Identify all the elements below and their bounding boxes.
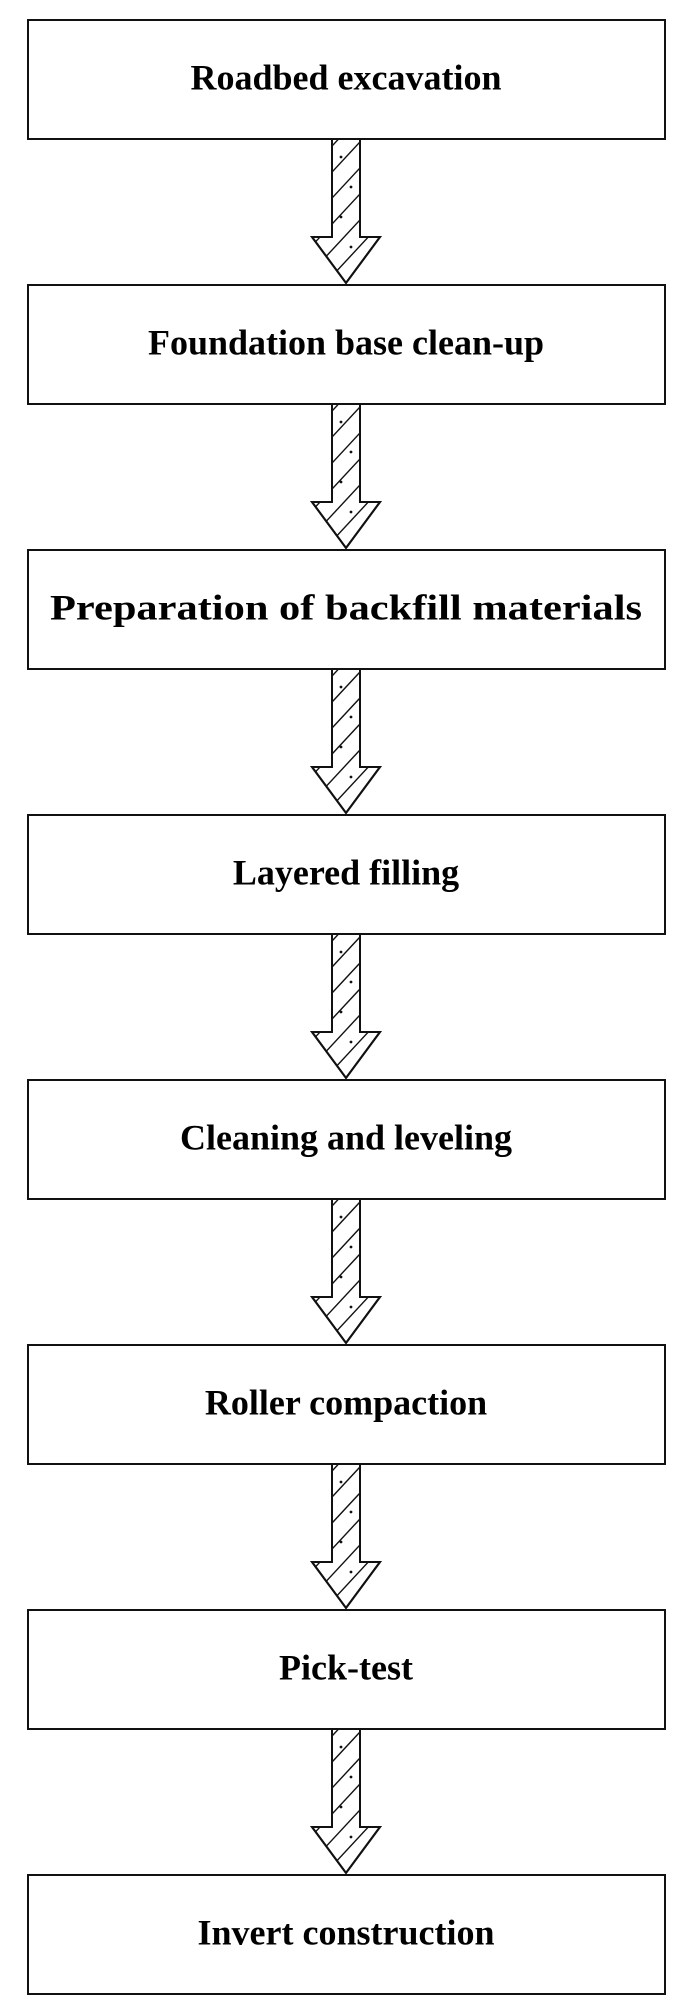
- step-1: Roadbed excavation: [27, 19, 666, 140]
- step-5: Cleaning and leveling: [27, 1079, 666, 1200]
- connector-arrows: [310, 138, 382, 1875]
- step-7-label: Pick-test: [279, 1647, 413, 1687]
- step-8: Invert construction: [27, 1874, 666, 1995]
- step-3: Preparation of backfill materials: [27, 549, 666, 670]
- step-8-label: Invert construction: [198, 1912, 495, 1952]
- step-6-label: Roller compaction: [205, 1382, 487, 1422]
- step-4-box: [27, 814, 666, 935]
- step-3-label: Preparation of backfill materials: [50, 587, 642, 627]
- step-4: Layered filling: [27, 814, 666, 935]
- step-5-label: Cleaning and leveling: [180, 1117, 512, 1157]
- step-4-label: Layered filling: [233, 852, 459, 892]
- step-2: Foundation base clean-up: [27, 284, 666, 405]
- step-1-box: [27, 19, 666, 140]
- step-2-label: Foundation base clean-up: [148, 322, 544, 362]
- step-3-box: [27, 549, 666, 670]
- step-5-box: [27, 1079, 666, 1200]
- step-7: Pick-test: [27, 1609, 666, 1730]
- step-6-box: [27, 1344, 666, 1465]
- step-2-box: [27, 284, 666, 405]
- step-1-label: Roadbed excavation: [190, 57, 501, 97]
- step-6: Roller compaction: [27, 1344, 666, 1465]
- step-8-box: [27, 1874, 666, 1995]
